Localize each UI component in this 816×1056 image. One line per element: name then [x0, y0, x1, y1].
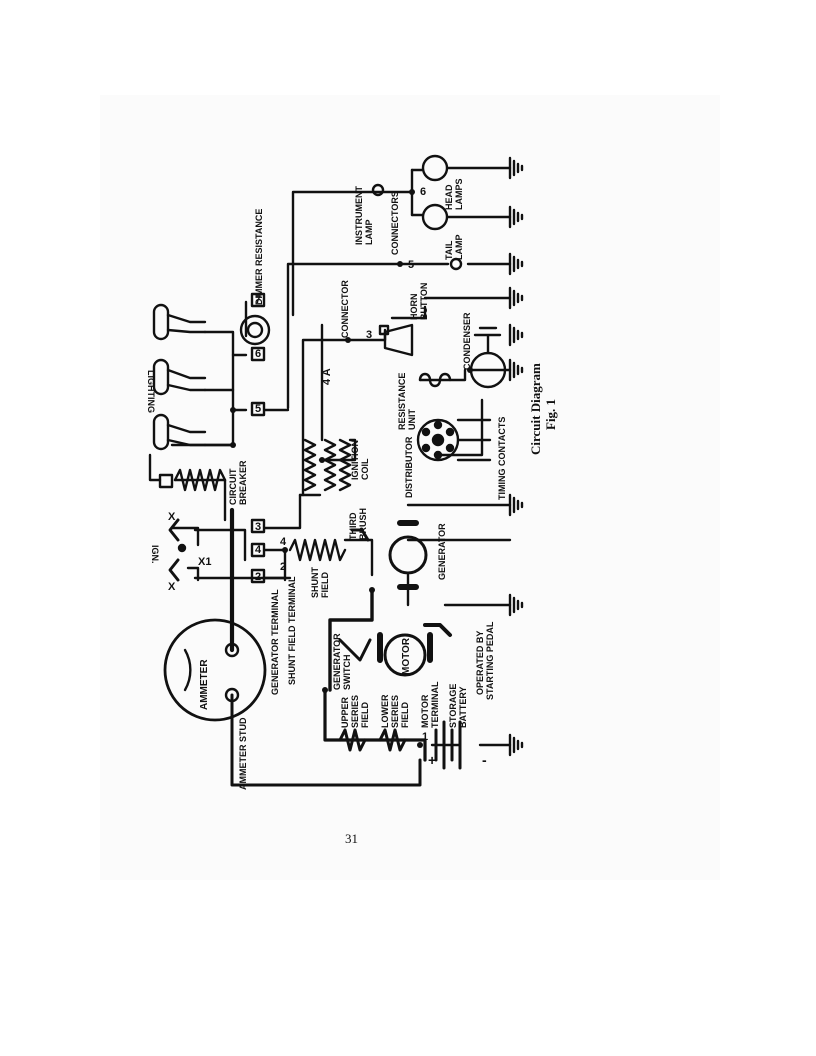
- plus-label: +: [428, 752, 436, 768]
- num-4-terminal: 4: [255, 544, 262, 556]
- num-5: 5: [408, 259, 414, 271]
- third-brush-label-2: BRUSH: [358, 508, 368, 540]
- ignition-coil-label-2: COIL: [360, 458, 370, 480]
- lighting-lamps: [152, 303, 207, 451]
- generator: [350, 520, 428, 590]
- num-7: 7: [255, 294, 261, 306]
- x-label-top: X: [168, 511, 176, 523]
- instrument-lamp-label-1: INSTRUMENT: [354, 186, 364, 245]
- upper-series-field-label-2: SERIES: [350, 695, 360, 728]
- horn-button-label-1: HORN: [409, 294, 419, 321]
- motor: [377, 623, 452, 677]
- generator-switch: [338, 638, 372, 662]
- shunt-field-terminal-label: SHUNT FIELD TERMINAL: [287, 576, 297, 685]
- head-lamp-lower: [421, 203, 449, 231]
- resistance-unit-label-2: UNIT: [407, 409, 417, 430]
- connector-label: CONNECTOR: [340, 280, 350, 338]
- resistance-unit-label-1: RESISTANCE: [397, 373, 407, 430]
- generator-label: GENERATOR: [437, 523, 447, 580]
- third-brush-label-1: THIRD: [348, 512, 358, 540]
- lower-series-field-label-2: SERIES: [390, 695, 400, 728]
- head-lamp-upper: [421, 154, 449, 182]
- lower-series-field: [378, 728, 407, 752]
- circuit-breaker-label-2: BREAKER: [238, 460, 248, 505]
- head-lamps-label-1: HEAD: [444, 184, 454, 210]
- upper-series-field-label-1: UPPER: [340, 696, 350, 728]
- storage-battery-label-2: BATTERY: [458, 687, 468, 729]
- num-2-terminal: 2: [255, 571, 261, 583]
- distributor-label: DISTRIBUTOR: [404, 436, 414, 498]
- page-number: 31: [345, 831, 358, 846]
- ammeter-stud-label: AMMETER STUD: [238, 717, 248, 790]
- generator-switch-label-2: SWITCH: [342, 655, 352, 691]
- instrument-lamp: [371, 183, 385, 197]
- operated-by-label-1: OPERATED BY: [475, 631, 485, 695]
- condenser: [469, 326, 507, 389]
- circuit-breaker-contact: [158, 473, 174, 489]
- upper-series-field: [338, 728, 367, 752]
- ignition-coil: [303, 438, 352, 492]
- shunt-field-label-1: SHUNT: [310, 566, 320, 598]
- caption-fig: Fig. 1: [543, 399, 558, 430]
- circuit-breaker: [173, 468, 227, 492]
- junction-dots: [230, 189, 473, 748]
- num-2: 2: [280, 561, 286, 573]
- shunt-field: [288, 538, 347, 562]
- ammeter-label: AMMETER: [199, 659, 210, 710]
- storage-battery: [434, 720, 462, 770]
- num-4: 4: [280, 536, 287, 548]
- resistance-unit: [418, 372, 452, 388]
- timing-contacts-label: TIMING CONTACTS: [497, 417, 507, 500]
- generator-switch-label-1: GENERATOR: [332, 633, 342, 690]
- condenser-label: CONDENSER: [462, 312, 472, 370]
- lower-series-field-label-1: LOWER: [380, 694, 390, 728]
- operated-by-label-2: STARTING PEDAL: [485, 621, 495, 700]
- horn-button-label-2: BUTTON: [419, 283, 429, 320]
- tail-lamp-label-2: LAMP: [454, 235, 464, 261]
- labels: LIGHTING DIMMER RESISTANCE INSTRUMENT LA…: [146, 179, 558, 847]
- ignition-switch: [168, 518, 187, 582]
- tail-lamp: [449, 257, 463, 271]
- dimmer-resistance: [239, 292, 271, 417]
- tail-lamp-label-1: TAIL: [444, 240, 454, 260]
- motor-terminal-label-1: MOTOR: [420, 694, 430, 728]
- lighting-label: LIGHTING: [146, 370, 156, 413]
- dimmer-resistance-label: DIMMER RESISTANCE: [254, 209, 264, 305]
- num-6-left: 6: [255, 348, 261, 360]
- x-label-bottom: X: [168, 581, 176, 593]
- head-lamps-label-2: LAMPS: [454, 179, 464, 211]
- instrument-lamp-label-2: LAMP: [364, 220, 374, 246]
- ign-label: IGN.: [150, 545, 160, 564]
- minus-label: -: [482, 752, 487, 768]
- circuit-breaker-label-1: CIRCUIT: [228, 468, 238, 505]
- num-1: 1: [422, 731, 428, 743]
- ignition-coil-label-1: IGNITION: [350, 440, 360, 480]
- num-3-terminal: 3: [255, 521, 261, 533]
- motor-label: MOTOR: [401, 637, 412, 675]
- horn: [378, 323, 414, 357]
- ammeter: [163, 618, 267, 722]
- num-5-left: 5: [255, 403, 261, 415]
- lower-series-field-label-3: FIELD: [400, 702, 410, 728]
- caption-title: Circuit Diagram: [528, 363, 543, 455]
- num-3: 3: [366, 329, 372, 341]
- connectors-label: CONNECTORS: [390, 191, 400, 255]
- motor-terminal-label-2: TERMINAL: [430, 681, 440, 728]
- storage-battery-label-1: STORAGE: [448, 684, 458, 728]
- generator-terminal-label: GENERATOR TERMINAL: [270, 589, 280, 695]
- upper-series-field-label-3: FIELD: [360, 702, 370, 728]
- x1-label: X1: [198, 556, 211, 568]
- ground-symbols: [508, 156, 524, 757]
- num-6: 6: [420, 186, 426, 198]
- distributor: [416, 418, 492, 462]
- terminal-blocks: [250, 518, 266, 584]
- num-4a: 4 A: [321, 368, 333, 385]
- shunt-field-label-2: FIELD: [320, 572, 330, 598]
